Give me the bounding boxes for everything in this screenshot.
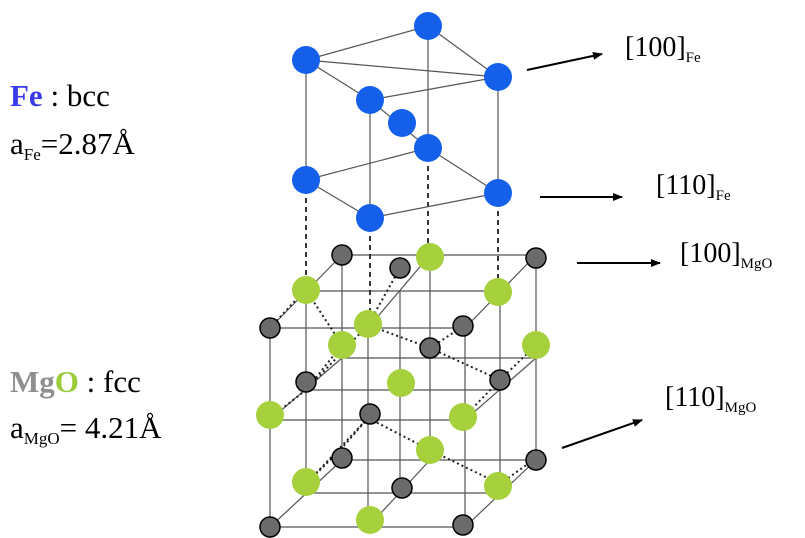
mg-atoms — [259, 244, 547, 538]
fe-lattice-param: aFe=2.87Å — [10, 128, 135, 163]
fe-structure-text: : bcc — [42, 78, 110, 113]
o-atoms — [256, 243, 550, 534]
mgo-structure-text: : fcc — [78, 364, 141, 399]
fe-param-value: =2.87Å — [40, 126, 135, 161]
direction-110-fe-main: [110] — [656, 170, 716, 201]
mg-element-text: Mg — [10, 364, 55, 399]
fe-param-sub: Fe — [23, 145, 41, 164]
arrow-110-mgo — [561, 419, 643, 449]
direction-label-110-mgo: [110]MgO — [665, 384, 756, 416]
mgo-param-sub: MgO — [23, 429, 60, 448]
fe-element-text: Fe — [10, 78, 43, 113]
mgo-param-value: = 4.21Å — [59, 410, 162, 445]
direction-100-fe-sub: Fe — [685, 50, 701, 66]
o-element-text: O — [54, 364, 79, 399]
direction-110-mgo-main: [110] — [665, 382, 725, 413]
fe-param-prefix: a — [10, 126, 24, 161]
fe-unit-cell — [292, 12, 512, 232]
mgo-structure-label: MgO : fcc — [10, 366, 141, 397]
direction-100-mgo-main: [100] — [680, 238, 741, 269]
mgo-param-prefix: a — [10, 410, 24, 445]
alignment-dashed-lines — [305, 148, 499, 320]
direction-100-fe-main: [100] — [625, 32, 686, 63]
direction-label-100-mgo: [100]MgO — [680, 240, 772, 272]
fe-atoms — [292, 12, 512, 232]
mgo-atoms — [256, 243, 550, 538]
mgo-lattice-param: aMgO= 4.21Å — [10, 412, 162, 447]
direction-100-mgo-sub: MgO — [740, 256, 773, 272]
direction-arrows — [526, 51, 661, 449]
arrow-100-fe — [526, 51, 603, 71]
direction-110-mgo-sub: MgO — [724, 400, 757, 416]
fe-structure-label: Fe : bcc — [10, 80, 110, 111]
direction-label-100-fe: [100]Fe — [625, 34, 701, 66]
direction-110-fe-sub: Fe — [715, 188, 731, 204]
direction-label-110-fe: [110]Fe — [656, 172, 731, 204]
